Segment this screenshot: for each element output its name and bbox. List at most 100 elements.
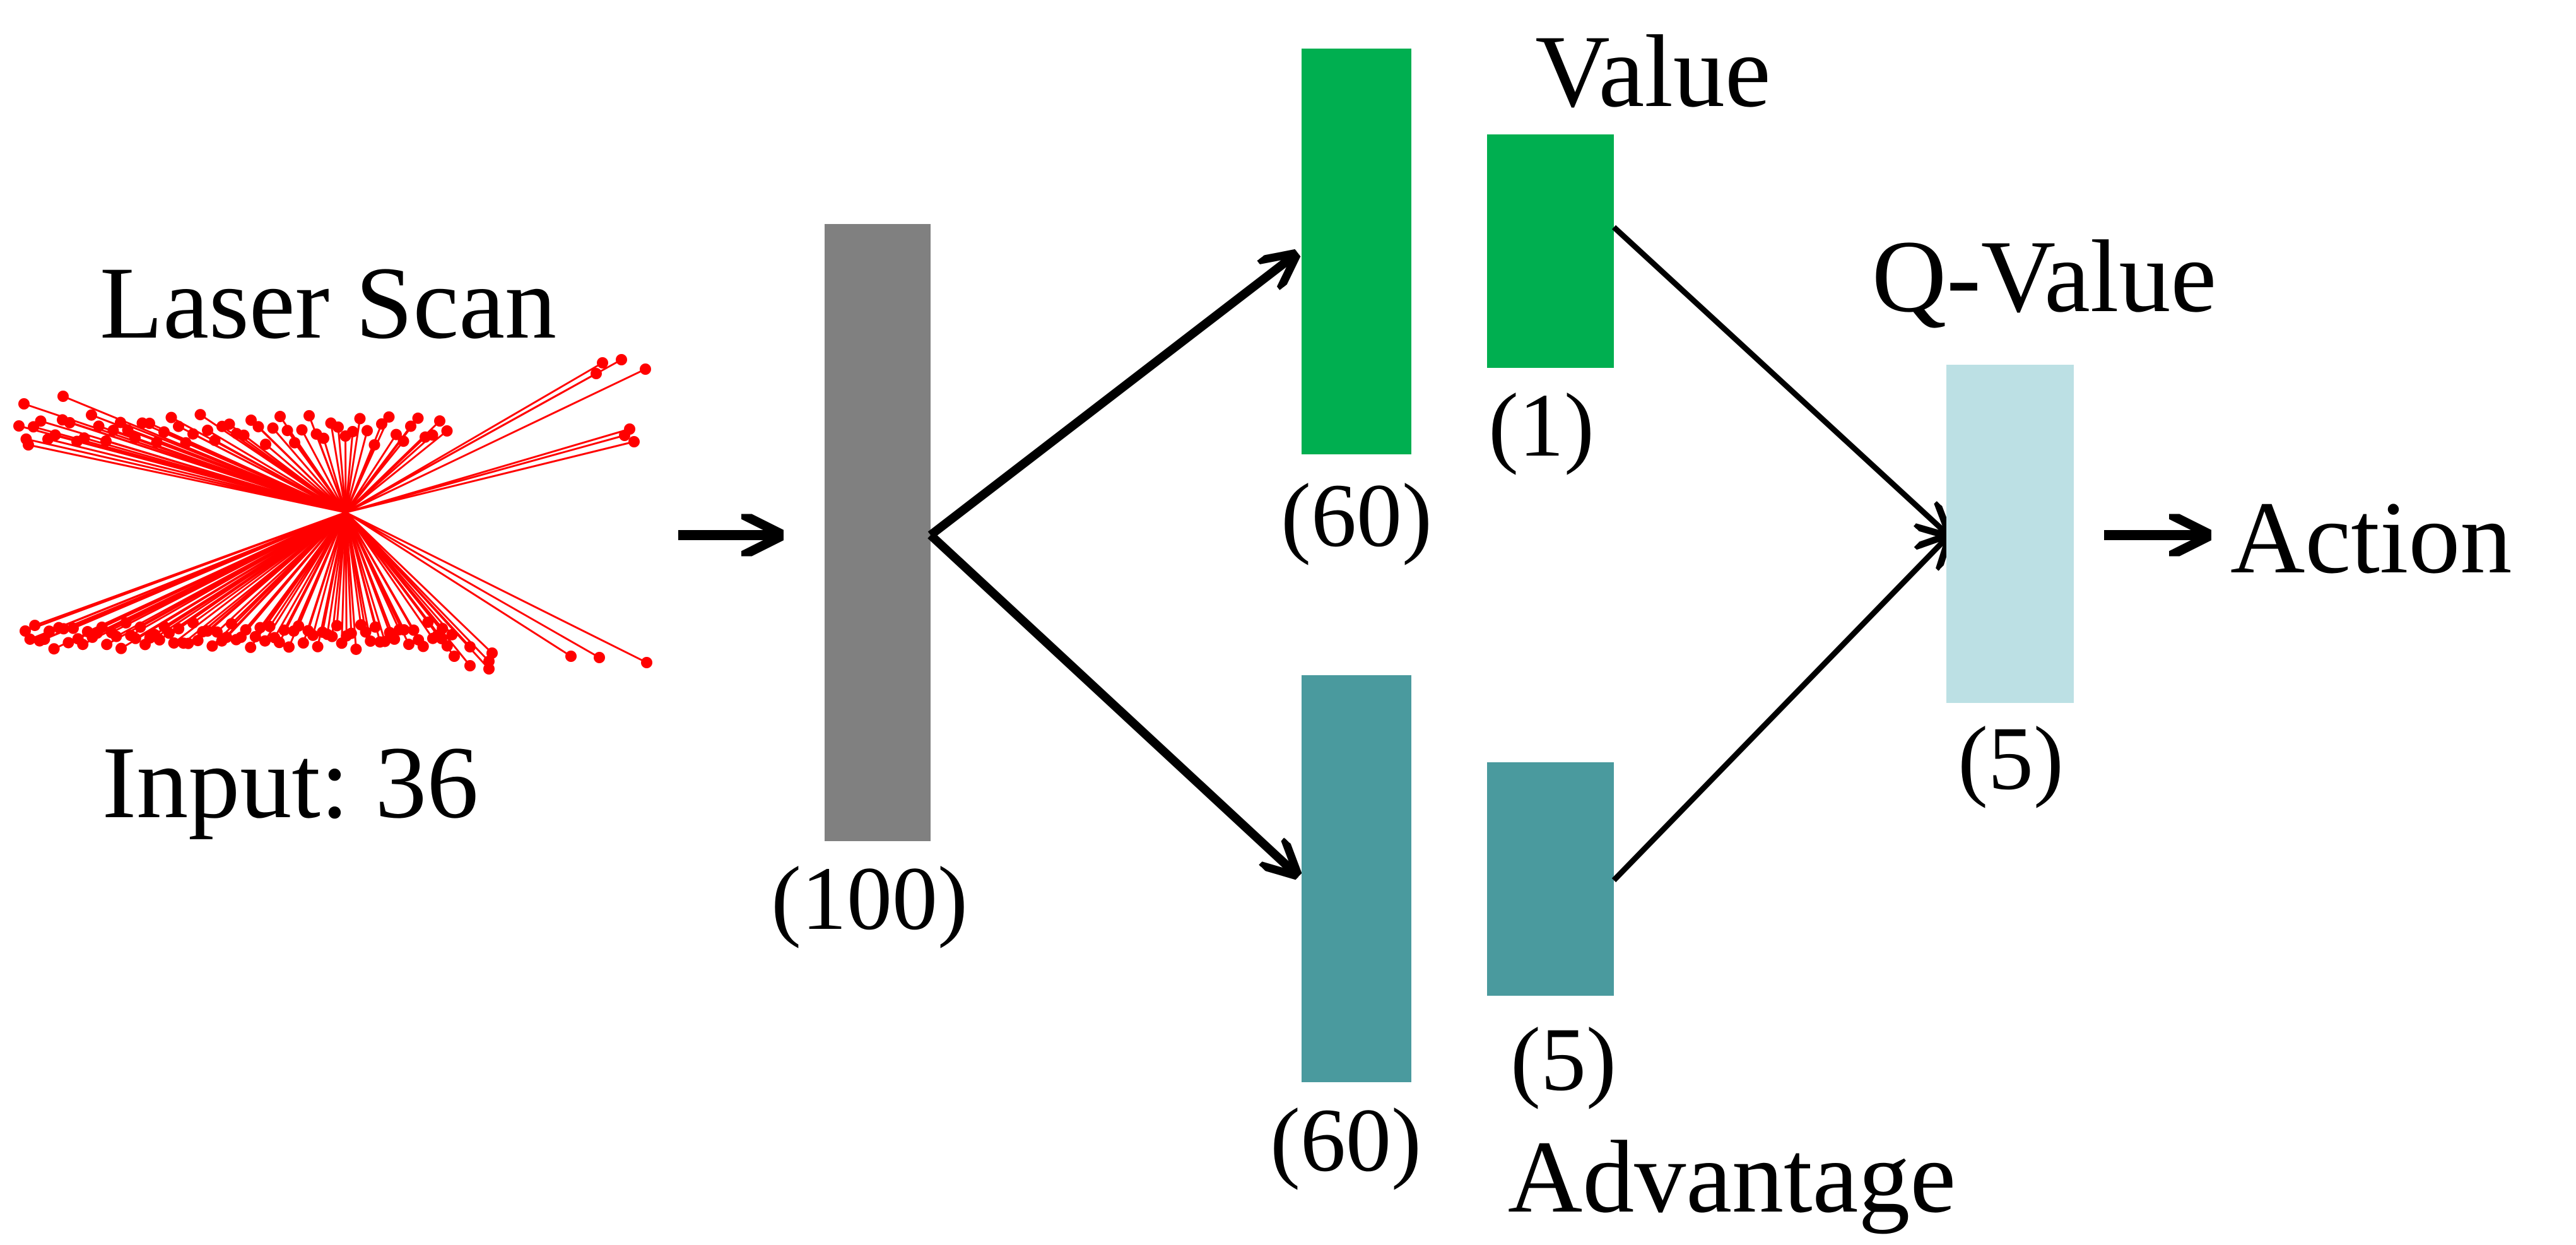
advantage-output-size-label: (5) (1510, 1010, 1616, 1110)
scan-point (107, 425, 119, 437)
scan-point (259, 635, 271, 647)
scan-point (434, 415, 445, 427)
scan-point (35, 415, 47, 427)
scan-point (389, 633, 401, 645)
scan-ray (345, 362, 603, 514)
scan-point (211, 626, 223, 638)
scan-ray (344, 512, 425, 647)
scan-point (441, 425, 453, 437)
scan-ray (344, 512, 410, 645)
scan-ray (62, 395, 346, 514)
scan-point (254, 622, 266, 634)
scan-point (264, 620, 276, 632)
scan-point (278, 624, 290, 636)
scan-ray (226, 511, 347, 638)
value-branch-arrow (927, 256, 1293, 539)
scan-point (194, 409, 206, 421)
scan-point (182, 637, 194, 649)
scan-point (591, 368, 602, 379)
scan-point (78, 432, 90, 444)
scan-point (331, 620, 343, 632)
scan-point (134, 621, 146, 633)
scan-ray (345, 511, 572, 658)
scan-point (362, 425, 373, 437)
scan-point (376, 418, 387, 430)
scan-point (187, 617, 199, 629)
scan-point (115, 416, 126, 428)
scan-point (437, 623, 449, 635)
scan-ray (315, 434, 347, 513)
scan-ray (345, 430, 448, 514)
scan-point (180, 437, 192, 449)
qvalue-title: Q-Value (1872, 220, 2216, 334)
scan-point (403, 639, 415, 651)
scan-ray (230, 511, 347, 625)
scan-point (449, 651, 460, 662)
scan-point (163, 627, 175, 639)
scan-ray (322, 438, 347, 513)
scan-point (144, 417, 155, 429)
value-hidden-block (1302, 49, 1411, 454)
scan-ray (269, 512, 347, 627)
scan-ray (243, 434, 346, 514)
scan-ray (337, 427, 347, 513)
scan-point (360, 626, 372, 638)
advantage-output-block (1487, 762, 1614, 996)
scan-point (245, 641, 257, 653)
qvalue-block (1946, 365, 2074, 703)
advantage-hidden-size-label: (60) (1270, 1090, 1421, 1191)
scan-point (345, 627, 357, 639)
scan-point (365, 635, 377, 647)
scan-ray (34, 511, 346, 627)
scan-point (417, 640, 429, 652)
scan-point (209, 434, 221, 446)
scan-ray (105, 440, 346, 514)
scan-ray (344, 512, 471, 666)
scan-point (464, 641, 476, 652)
scan-point (77, 639, 89, 651)
value-output-size-label: (1) (1488, 375, 1594, 476)
scan-ray (330, 423, 347, 513)
scan-point (13, 420, 25, 432)
scan-point (48, 643, 60, 655)
scan-ray (344, 416, 390, 513)
scan-point (354, 413, 366, 425)
action-label: Action (2230, 481, 2512, 595)
scan-ray (73, 511, 346, 630)
scan-ray (344, 512, 386, 642)
scan-point (201, 625, 213, 637)
scan-ray (214, 439, 346, 514)
scan-point (93, 420, 105, 432)
scan-point (326, 630, 338, 642)
scan-point (86, 409, 97, 421)
scan-point (57, 623, 69, 635)
scan-ray (283, 512, 347, 631)
scan-point (260, 439, 271, 451)
scan-point (153, 634, 165, 646)
scan-point (129, 632, 141, 644)
input-size-label: Input: 36 (102, 726, 479, 840)
scan-point (369, 621, 381, 633)
scan-point (436, 633, 447, 644)
scan-ray (344, 512, 434, 639)
scan-point (332, 421, 344, 433)
scan-point (594, 652, 605, 663)
scan-point (408, 624, 420, 636)
scan-ray (259, 512, 347, 628)
scan-ray (344, 512, 372, 642)
scan-point (173, 623, 185, 635)
scan-point (57, 391, 69, 402)
scan-point (350, 643, 362, 655)
scan-point (422, 617, 434, 628)
scan-point (202, 424, 213, 436)
scan-point (151, 436, 163, 448)
scan-point (312, 640, 324, 652)
scan-ray (156, 441, 346, 514)
advantage-stream-title: Advantage (1508, 1120, 1956, 1234)
scan-point (289, 437, 300, 449)
scan-point (283, 641, 295, 653)
scan-point (273, 637, 285, 649)
scan-point (245, 414, 257, 426)
hidden-layer-size-label: (100) (771, 849, 968, 949)
